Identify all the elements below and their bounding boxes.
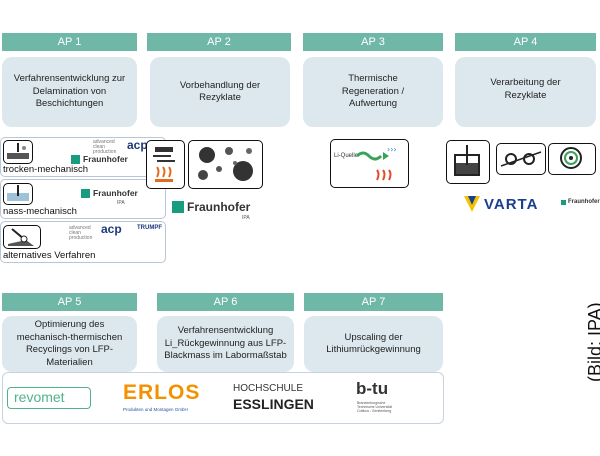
granulate-icon	[188, 140, 263, 189]
btu-logo: b-tu	[356, 379, 389, 398]
revomet-logo: revomet	[7, 387, 91, 409]
image-credit: (Bild: IPA)	[585, 302, 600, 382]
trumpf-logo: TRUMPF	[137, 225, 162, 231]
fraunhofer-text: Fraunhofer	[187, 200, 251, 214]
ap1-box: Verfahrensentwicklung zur Delamination v…	[2, 57, 137, 127]
ap5-header: AP 5	[2, 293, 137, 311]
method-alt-label: alternatives Verfahren	[3, 250, 96, 261]
svg-text:›››: ›››	[387, 145, 397, 154]
ap4-box: Verarbeitung der Rezyklate	[455, 57, 596, 127]
ap3-text: Thermische Regeneration / Aufwertung	[341, 73, 405, 110]
fraunhofer-mark-icon	[561, 199, 566, 205]
fraunhofer-mark-icon	[71, 154, 80, 164]
regeneration-icon: Li-Quelle ›››	[330, 139, 409, 188]
ap4-text: Verarbeitung der Rezyklate	[490, 77, 561, 101]
btu-sub: Brandenburgische Technische Universität …	[357, 401, 393, 413]
ap7-text: Upscaling der Lithiumrückgewinnung	[326, 331, 421, 356]
fraunhofer-mark-icon	[81, 188, 90, 198]
ap3-box: Thermische Regeneration / Aufwertung	[303, 57, 443, 127]
ap4-header: AP 4	[455, 33, 596, 51]
acp-logo: acp	[101, 222, 122, 236]
acp-tagline: advanced clean production	[93, 139, 117, 155]
fraunhofer-logo: Fraunhofer	[561, 199, 600, 205]
method-dry: advanced clean production acp Fraunhofer…	[0, 137, 166, 177]
mixer-icon	[446, 140, 490, 184]
erlos-logo: ERLOS	[123, 381, 201, 404]
method-wet: Fraunhofer IPA nass-mechanisch	[0, 179, 166, 219]
ap6-header: AP 6	[157, 293, 294, 311]
coating-rolls-icon	[496, 143, 546, 175]
fraunhofer-logo: Fraunhofer	[71, 154, 128, 164]
li-quelle-label: Li-Quelle	[334, 153, 359, 159]
ap6-text: Verfahrensentwicklung Li_Rückgewinnung a…	[164, 325, 287, 362]
varta-text: VARTA	[484, 196, 539, 213]
ap5-text: Optimierung des mechanisch-thermischen R…	[16, 319, 123, 368]
ap7-header: AP 7	[304, 293, 443, 311]
fraunhofer-text: Fraunhofer	[93, 188, 138, 198]
fraunhofer-mark-icon	[172, 201, 184, 213]
fraunhofer-text: Fraunhofer	[83, 154, 128, 164]
ap1-text: Verfahrensentwicklung zur Delamination v…	[13, 73, 126, 110]
fraunhofer-logo: Fraunhofer	[81, 188, 138, 198]
fraunhofer-sub: IPA	[242, 215, 250, 221]
laser-process-icon	[3, 225, 41, 249]
fraunhofer-logo: Fraunhofer	[172, 200, 250, 214]
acp-tagline: advanced clean production	[69, 225, 93, 241]
fraunhofer-sub: IPA	[117, 200, 125, 206]
fraunhofer-text: Fraunhofer	[568, 199, 600, 205]
method-wet-label: nass-mechanisch	[3, 206, 77, 217]
hochschule-label: HOCHSCHULE	[233, 383, 304, 394]
dry-process-icon	[3, 140, 33, 164]
partner-logos: revomet ERLOS Produkten und Montagen Gmb…	[2, 372, 444, 424]
ap5-box: Optimierung des mechanisch-thermischen R…	[2, 316, 137, 372]
acp-logo: acp	[127, 138, 148, 152]
method-dry-label: trocken-mechanisch	[3, 164, 89, 175]
ap3-header: AP 3	[303, 33, 443, 51]
ap6-box: Verfahrensentwicklung Li_Rückgewinnung a…	[157, 316, 294, 372]
erlos-sub: Produkten und Montagen GmbH	[123, 407, 188, 412]
winding-roll-icon	[548, 143, 596, 175]
wet-process-icon	[3, 183, 33, 205]
ap2-box: Vorbehandlung der Rezyklate	[150, 57, 290, 127]
esslingen-label: ESSLINGEN	[233, 396, 314, 412]
shredder-heat-icon	[146, 140, 185, 189]
ap1-header: AP 1	[2, 33, 137, 51]
ap2-text: Vorbehandlung der Rezyklate	[179, 79, 261, 104]
method-alt: advanced clean production acp TRUMPF alt…	[0, 221, 166, 263]
ap7-box: Upscaling der Lithiumrückgewinnung	[304, 316, 443, 372]
revomet-text: revomet	[14, 389, 65, 405]
ap2-header: AP 2	[147, 33, 291, 51]
